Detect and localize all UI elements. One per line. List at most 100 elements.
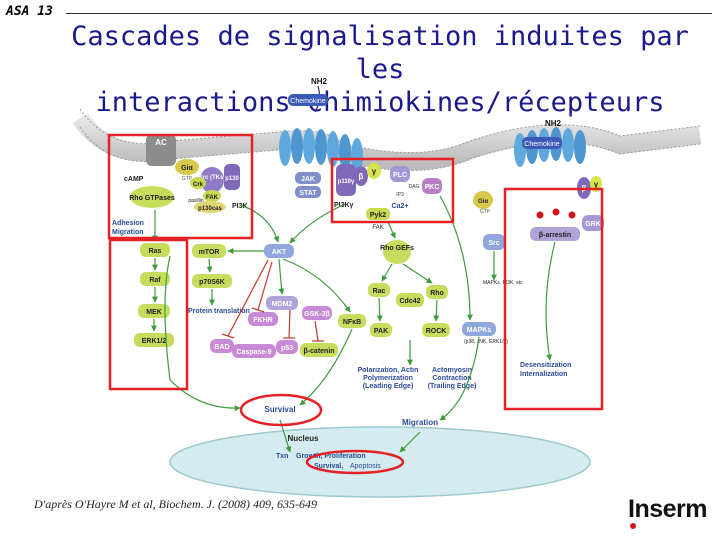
beta-left-label: β: [359, 172, 364, 181]
mdm2-node: [266, 296, 298, 310]
bcatenin-label: β-catenin: [303, 348, 334, 355]
migration-label: Migration: [402, 418, 438, 427]
ac-label: AC: [155, 138, 167, 147]
gsk-node: [302, 306, 332, 320]
title-line-1: Cascades de signalisation induites par l…: [71, 21, 689, 85]
rho-label: Rho: [430, 290, 444, 297]
p70s6k-label: p70S6K: [199, 279, 225, 286]
fkhr-label: FKHR: [253, 317, 272, 324]
barrestin-label: β-arrestin: [539, 232, 571, 239]
stat-node: [295, 186, 321, 198]
logo-dot: [630, 523, 636, 529]
highlight-ellipse-nucleus: [305, 449, 405, 475]
p130cas-node: [194, 201, 226, 213]
inserm-logo: Inserm: [628, 495, 707, 523]
slide-number-tag: ASA 13: [6, 4, 53, 19]
highlight-box-desensitization: [503, 187, 604, 411]
grk-node: [582, 215, 604, 231]
erk-node: [134, 333, 174, 347]
pyk2-label: Pyk2: [370, 212, 386, 219]
mdm2-label: MDM2: [272, 301, 293, 308]
signal-arrows: [151, 195, 556, 453]
dag-label: DAG: [409, 184, 420, 190]
rac-node: [368, 283, 390, 297]
nfkb-node: [338, 314, 366, 328]
internalization-label: Internalization: [520, 371, 567, 378]
src-node: [200, 167, 224, 193]
gtp-right-label: GTP: [480, 209, 491, 215]
rho-gtpases-label: Rho GTPases: [129, 195, 175, 202]
gamma-right-label: γ: [594, 180, 599, 189]
paxillin-label: paxillin: [188, 198, 204, 204]
jak-node: [295, 172, 321, 184]
cdc42-label: Cdc42: [399, 298, 420, 305]
crk-label: Crk: [193, 182, 204, 188]
rock-node: [422, 323, 450, 337]
fkhr-node: [248, 312, 278, 326]
highlight-ellipse-survival: [239, 393, 323, 427]
gia-right-label: Giα: [478, 199, 488, 205]
rho-gefs-node: [383, 240, 411, 264]
src-right-node: [483, 234, 505, 250]
cdc42-node: [396, 293, 424, 307]
highlight-box-mapk: [108, 238, 189, 391]
akt-node: [264, 244, 294, 258]
beta-left-node: [354, 166, 368, 186]
nh2-right-label: NH2: [545, 119, 562, 128]
pkc-node: [422, 178, 442, 194]
jak-label: JAK: [301, 176, 315, 183]
mtor-label: mTOR: [199, 249, 220, 256]
gamma-left-node: [367, 163, 381, 179]
survival-label: Survival: [264, 405, 295, 414]
survival-nucleus-label: Survival,: [314, 463, 343, 470]
pak-node: [370, 323, 392, 337]
erk-label: ERK1/2: [142, 338, 167, 345]
src-label: Src (TKs): [199, 175, 226, 181]
raf-label: Raf: [149, 277, 161, 284]
ip3-label: IP3: [396, 192, 404, 198]
pi3kgamma-label: PI3Kγ: [334, 202, 354, 209]
bcatenin-node: [300, 343, 338, 357]
pyk2-node: [366, 208, 390, 220]
gtp-label: GTP: [182, 176, 193, 182]
fak-label: FAK: [206, 195, 219, 201]
title-line-2: interactions chimiokines/récepteurs: [95, 87, 665, 118]
nucleus-label: Nucleus: [287, 434, 319, 443]
rho-node: [426, 285, 448, 299]
txn-label: Txn: [276, 453, 288, 460]
nfkb-label: NFκB: [343, 319, 361, 326]
apoptosis-label: Apoptosis: [350, 463, 381, 470]
chemokine-left-label: Chemokine: [290, 98, 326, 105]
migration-left-label: Migration: [112, 229, 144, 236]
pak-label: PAK: [374, 328, 388, 335]
p110-node: [336, 164, 356, 196]
ras-node: [140, 243, 170, 257]
ac-node: [146, 134, 176, 166]
gia-right-node: [473, 191, 493, 209]
pkc-label: PKC: [425, 184, 440, 191]
fak2-label: FAK: [372, 225, 383, 231]
mtor-node: [192, 244, 226, 258]
mapks-label: MAPKs: [467, 327, 492, 334]
nucleus-shape: [169, 426, 591, 498]
inhibition-lines: [221, 259, 324, 342]
p110-label: p110γ: [338, 179, 355, 185]
gia-node: [175, 159, 199, 175]
rho-gefs-label: Rho GEFs: [380, 245, 414, 252]
p53-node: [276, 340, 298, 354]
actomyosin-label: Actomyosin Contraction (Trailing Edge): [427, 367, 477, 390]
crk-node: [190, 177, 206, 189]
plc-node: [390, 166, 410, 182]
caspase-node: [232, 344, 276, 358]
mapks-pi3k-label: MAPKs, PI3K, etc: [483, 280, 523, 286]
caspase-label: Caspase-9: [236, 349, 271, 356]
fak-node: [203, 190, 221, 202]
nh2-left-label: NH2: [311, 77, 328, 86]
grk-label: GRK: [585, 221, 601, 228]
protein-translation-label: Protein translation: [188, 308, 250, 315]
highlight-box-plc: [330, 157, 455, 224]
header-rule: [66, 13, 712, 14]
slide-title: Cascades de signalisation induites par l…: [60, 20, 700, 119]
p130cas-label: p130cas: [198, 206, 222, 212]
